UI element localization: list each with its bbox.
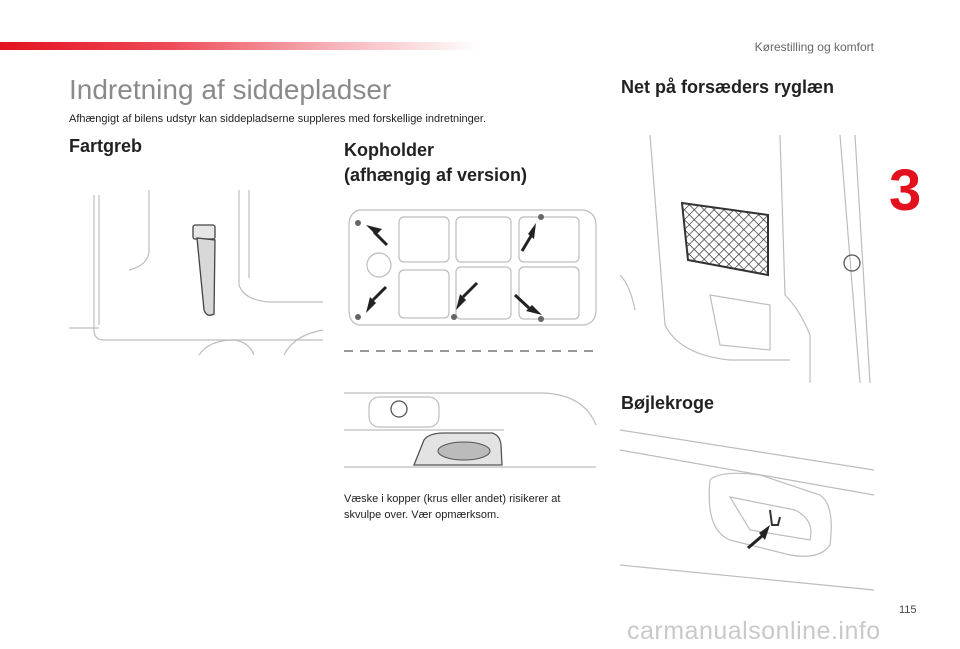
fartgreb-illustration <box>69 190 324 356</box>
heading-kopholder: Kopholder (afhængig af version) <box>344 138 527 188</box>
heading-net: Net på forsæders ryglæn <box>621 77 835 97</box>
lever-mount <box>192 224 216 240</box>
bojlekroge-illustration <box>619 429 875 591</box>
chapter-number: 3 <box>889 158 922 223</box>
cup-holder-3 <box>451 314 457 320</box>
arrow-icon <box>747 525 770 550</box>
heading-bojlekroge: Bøjlekroge <box>621 393 715 413</box>
net-illustration <box>619 134 871 384</box>
cup-holder-1 <box>355 220 361 226</box>
heading-kopholder-line2: (afhængig af version) <box>344 165 528 185</box>
heading-fartgreb: Fartgreb <box>69 136 143 156</box>
cup-holder-opening <box>437 441 491 461</box>
cup-holder-4 <box>538 214 544 220</box>
fartgreb-lever <box>196 237 216 316</box>
cup-holder-5 <box>538 316 544 322</box>
kopholder-warning: Væske i kopper (krus eller andet) risike… <box>344 493 561 521</box>
arrow-icon <box>366 223 542 315</box>
watermark: carmanualsonline.info <box>627 617 881 645</box>
intro-text: Afhængigt af bilens udstyr kan siddeplad… <box>69 113 487 125</box>
seatback-net <box>680 201 769 277</box>
heading-kopholder-line1: Kopholder <box>344 140 434 160</box>
kopholder-cabin-illustration <box>344 209 597 352</box>
coat-hook <box>769 509 781 526</box>
header-accent-bar <box>0 42 480 50</box>
section-label: Kørestilling og komfort <box>754 40 874 54</box>
page-number: 115 <box>899 604 917 616</box>
page-title: Indretning af siddepladser <box>69 74 392 105</box>
kopholder-detail-illustration <box>344 392 597 468</box>
cup-holder-2 <box>355 314 361 320</box>
